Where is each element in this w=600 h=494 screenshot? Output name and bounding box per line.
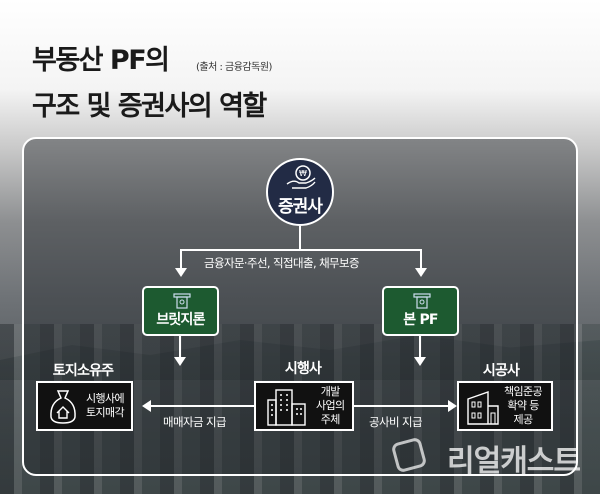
watermark: 리얼캐스트 bbox=[447, 444, 581, 479]
land-payment-label: 매매자금 지급 bbox=[163, 415, 227, 429]
title-line1: 부동산 PF의 bbox=[32, 45, 170, 76]
developer-desc: 사업의 bbox=[316, 399, 345, 412]
won-hand-icon: ₩ bbox=[286, 165, 316, 189]
source-note: (출처 : 금융감독원) bbox=[196, 62, 272, 73]
arrow-left-icon bbox=[142, 400, 151, 412]
main-pf-box: 본 PF bbox=[382, 286, 459, 336]
contractor-heading: 시공사 bbox=[482, 363, 520, 379]
connector bbox=[419, 336, 421, 358]
roles-label: 금융자문·주선, 직접대출, 채무보증 bbox=[204, 256, 360, 270]
atm-cash-icon bbox=[413, 293, 431, 309]
money-bag-house-icon bbox=[50, 390, 76, 424]
bridge-loan-label: 브릿지론 bbox=[156, 312, 205, 328]
atm-cash-icon bbox=[173, 293, 191, 309]
connector bbox=[299, 226, 301, 251]
arrow-down-icon bbox=[174, 357, 186, 366]
developer-heading: 시행사 bbox=[284, 361, 322, 377]
construction-payment-label: 공사비 지급 bbox=[369, 415, 423, 429]
securities-firm-node: ₩ 증권사 bbox=[266, 158, 334, 226]
arrow-down-icon bbox=[415, 268, 427, 277]
main-pf-label: 본 PF bbox=[403, 312, 438, 328]
contractor-desc: 확약 등 bbox=[507, 399, 539, 412]
title-line2: 구조 및 증권사의 역할 bbox=[32, 91, 267, 122]
landowner-desc: 시행사에 bbox=[86, 392, 125, 405]
contractor-desc: 제공 bbox=[513, 413, 534, 426]
developer-desc: 주체 bbox=[320, 413, 341, 426]
svg-text:₩: ₩ bbox=[299, 169, 307, 178]
landowner-desc: 토지매각 bbox=[86, 406, 125, 419]
connector bbox=[354, 405, 449, 407]
house-building-icon bbox=[467, 391, 499, 425]
connector bbox=[179, 336, 181, 358]
connector bbox=[180, 249, 422, 251]
connector bbox=[150, 405, 254, 407]
landowner-heading: 토지소유주 bbox=[52, 363, 114, 379]
connector bbox=[180, 249, 182, 269]
arrow-down-icon bbox=[175, 268, 187, 277]
arrow-right-icon bbox=[448, 400, 457, 412]
bridge-loan-box: 브릿지론 bbox=[142, 286, 219, 336]
securities-firm-label: 증권사 bbox=[278, 197, 323, 217]
connector bbox=[420, 249, 422, 269]
arrow-down-icon bbox=[414, 357, 426, 366]
contractor-desc: 책임준공 bbox=[504, 385, 543, 398]
developer-desc: 개발 bbox=[320, 385, 341, 398]
buildings-icon bbox=[267, 389, 306, 426]
